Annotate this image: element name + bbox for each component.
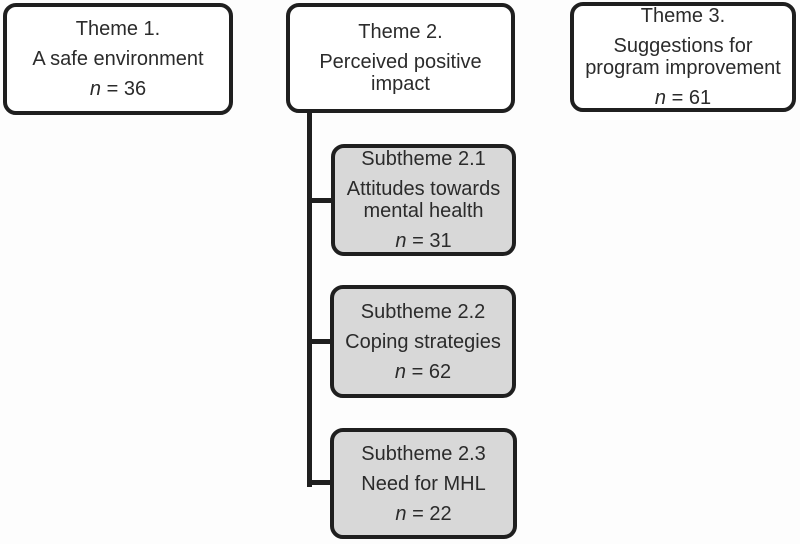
theme1-title: Theme 1.: [75, 18, 161, 40]
theme2-body: Perceived positive impact: [319, 51, 482, 95]
subtheme22-count: n = 62: [395, 361, 451, 383]
connector-to-subtheme-23: [307, 480, 333, 485]
n-value: = 36: [101, 78, 147, 100]
theme1-count: n = 36: [90, 78, 146, 100]
connector-to-subtheme-22: [307, 339, 333, 344]
subtheme21-body: Attitudes towards mental health: [346, 178, 501, 222]
n-variable: n: [654, 87, 667, 109]
theme3-count: n = 61: [655, 87, 711, 109]
subtheme22-title: Subtheme 2.2: [360, 300, 486, 323]
subtheme23-box: Subtheme 2.3 Need for MHL n = 22: [330, 428, 517, 539]
n-variable: n: [89, 78, 102, 100]
subtheme23-body: Need for MHL: [361, 472, 486, 495]
subtheme22-body: Coping strategies: [345, 330, 501, 353]
subtheme21-count: n = 31: [395, 230, 451, 252]
theme1-body: A safe environment: [32, 48, 204, 70]
n-variable: n: [394, 360, 407, 383]
subtheme23-count: n = 22: [395, 503, 451, 525]
n-value: = 31: [406, 230, 452, 252]
subtheme21-box: Subtheme 2.1 Attitudes towards mental he…: [331, 144, 516, 256]
trunk-connector-line: [307, 111, 312, 487]
connector-to-subtheme-21: [307, 198, 334, 203]
n-variable: n: [395, 230, 407, 252]
subtheme23-title: Subtheme 2.3: [361, 442, 486, 465]
theme3-box: Theme 3. Suggestions for program improve…: [570, 2, 796, 112]
theme3-body: Suggestions for program improvement: [585, 35, 781, 79]
subtheme22-box: Subtheme 2.2 Coping strategies n = 62: [330, 285, 516, 398]
subtheme21-title: Subtheme 2.1: [361, 148, 486, 170]
theme3-title: Theme 3.: [640, 5, 726, 27]
theme2-box: Theme 2. Perceived positive impact: [286, 3, 515, 113]
n-value: = 62: [406, 360, 452, 383]
theme1-box: Theme 1. A safe environment n = 36: [3, 3, 233, 115]
theme2-title: Theme 2.: [358, 21, 443, 43]
n-variable: n: [395, 502, 407, 525]
n-value: = 22: [406, 502, 452, 525]
n-value: = 61: [666, 87, 712, 109]
